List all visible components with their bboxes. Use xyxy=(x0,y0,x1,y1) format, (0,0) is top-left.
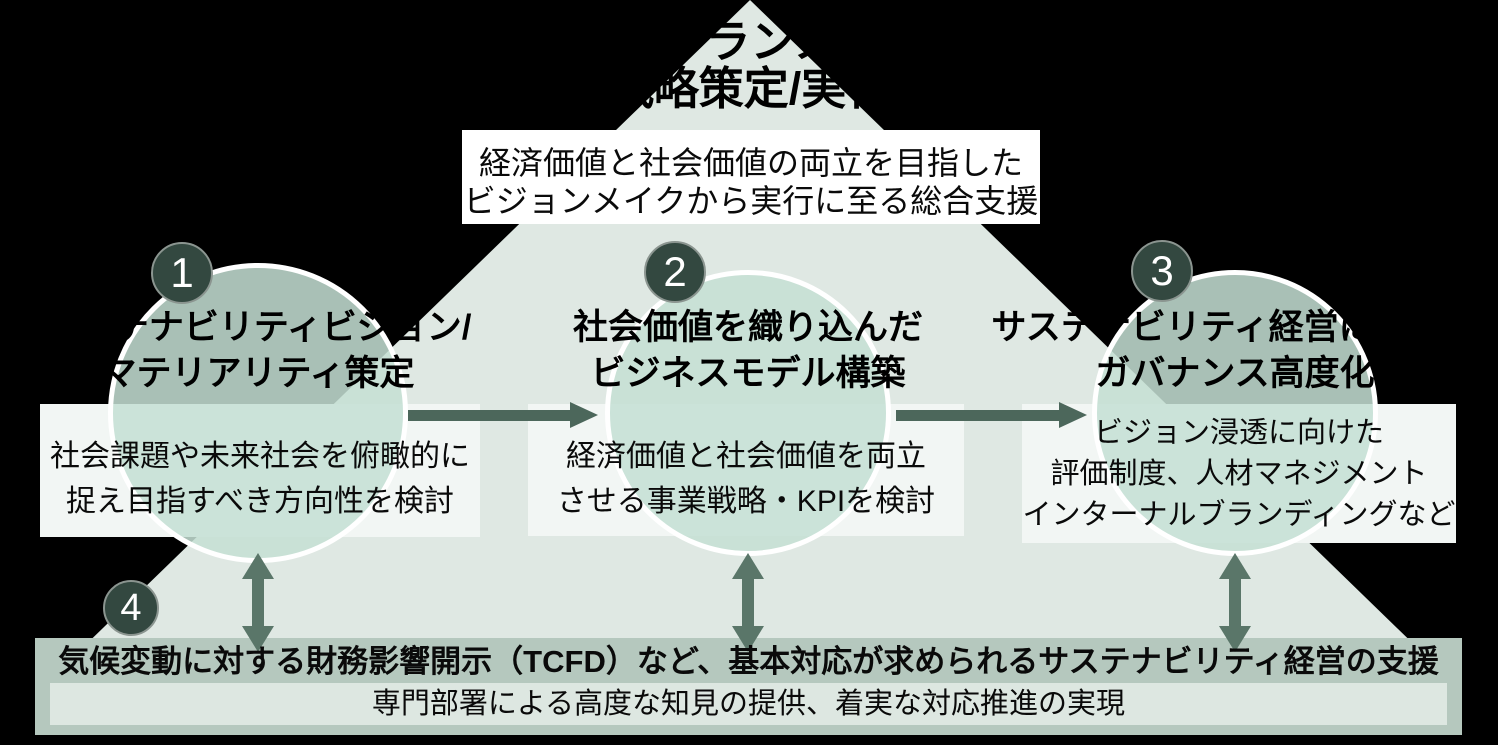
step-2-title-line2: ビジネスモデル構築 xyxy=(590,354,906,393)
step-3-title: サステナビリティ経営に向けた ガバナンス高度化 xyxy=(985,305,1485,397)
double-arrow-step2-to-base-icon xyxy=(732,553,764,652)
arrow-stem xyxy=(742,573,754,632)
step-4-number-badge: 4 xyxy=(103,580,159,636)
top-summary-line2: ビジョンメイクから実行に至る総合支援 xyxy=(463,183,1039,219)
double-arrow-step1-to-base-icon xyxy=(242,553,274,652)
step-3-description: ビジョン浸透に向けた 評価制度、人材マネジメント インターナルブランディングなど xyxy=(1022,404,1456,536)
pyramid-top-title-line1: トランス xyxy=(660,16,840,67)
top-summary-box xyxy=(462,130,1040,224)
step-4-number: 4 xyxy=(120,586,142,629)
pyramid-top-title-line2: 戦略策定/実行 xyxy=(608,63,892,114)
arrow-stem xyxy=(252,573,264,632)
down-arrowhead-icon xyxy=(732,626,764,652)
step-3-desc-line1: ビジョン浸透に向けた xyxy=(1093,417,1384,449)
step-1-desc-line2: 捉え目指すべき方向性を検討 xyxy=(66,485,454,518)
step-3-title-line2: ガバナンス高度化 xyxy=(1095,354,1375,393)
step-1-title-line1: サステナビリティビジョン/ xyxy=(44,308,472,347)
step-3-number: 3 xyxy=(1150,247,1174,294)
step-2-desc-line1: 経済価値と社会価値を両立 xyxy=(566,440,926,473)
base-support-main-text: 気候変動に対する財務影響開示（TCFD）など、基本対応が求められるサステナビリテ… xyxy=(58,644,1439,679)
arrow-step1-to-step2-head-icon xyxy=(570,402,598,428)
step-1-number-badge: 1 xyxy=(151,242,213,304)
step-2-title: 社会価値を織り込んだ ビジネスモデル構築 xyxy=(498,305,998,397)
top-summary-line1: 経済価値と社会価値の両立を目指した xyxy=(478,145,1023,181)
step-2-title-line1: 社会価値を織り込んだ xyxy=(572,308,923,347)
step-2-description: 経済価値と社会価値を両立 させる事業戦略・KPIを検討 xyxy=(528,404,964,524)
step-1-desc-line1: 社会課題や未来社会を俯瞰的に xyxy=(50,440,470,473)
arrow-stem xyxy=(1229,573,1241,632)
step-1-title-line2: マテリアリティ策定 xyxy=(101,354,415,393)
arrow-step2-to-step3 xyxy=(896,410,1059,421)
top-summary-text: 経済価値と社会価値の両立を目指した ビジョンメイクから実行に至る総合支援 xyxy=(462,130,1040,220)
step-3-number-badge: 3 xyxy=(1131,240,1193,302)
step-2-number: 2 xyxy=(663,248,687,295)
step-1-title: サステナビリティビジョン/ マテリアリティ策定 xyxy=(8,305,508,397)
step-1-number: 1 xyxy=(170,249,194,296)
base-support-bar-inner xyxy=(50,683,1447,725)
step-2-desc-line2: させる事業戦略・KPIを検討 xyxy=(556,485,936,518)
step-1-circle xyxy=(108,263,408,563)
down-arrowhead-icon xyxy=(242,626,274,652)
arrow-step1-to-step2 xyxy=(408,410,570,421)
step-3-circle xyxy=(1092,270,1378,556)
step-2-number-badge: 2 xyxy=(644,241,706,303)
pyramid-top-title: トランス 戦略策定/実行 xyxy=(400,18,1100,112)
base-support-sub-text: 専門部署による高度な知見の提供、着実な対応推進の実現 xyxy=(371,688,1126,720)
step-3-desc-line2: 評価制度、人材マネジメント xyxy=(1050,458,1428,490)
step-1-description: 社会課題や未来社会を俯瞰的に 捉え目指すべき方向性を検討 xyxy=(40,404,480,524)
step-3-desc-line3: インターナルブランディングなど xyxy=(1022,499,1456,531)
double-arrow-step3-to-base-icon xyxy=(1219,553,1251,652)
down-arrowhead-icon xyxy=(1219,626,1251,652)
step-3-title-line1: サステナビリティ経営に向けた xyxy=(991,308,1479,347)
arrow-step2-to-step3-head-icon xyxy=(1059,402,1087,428)
